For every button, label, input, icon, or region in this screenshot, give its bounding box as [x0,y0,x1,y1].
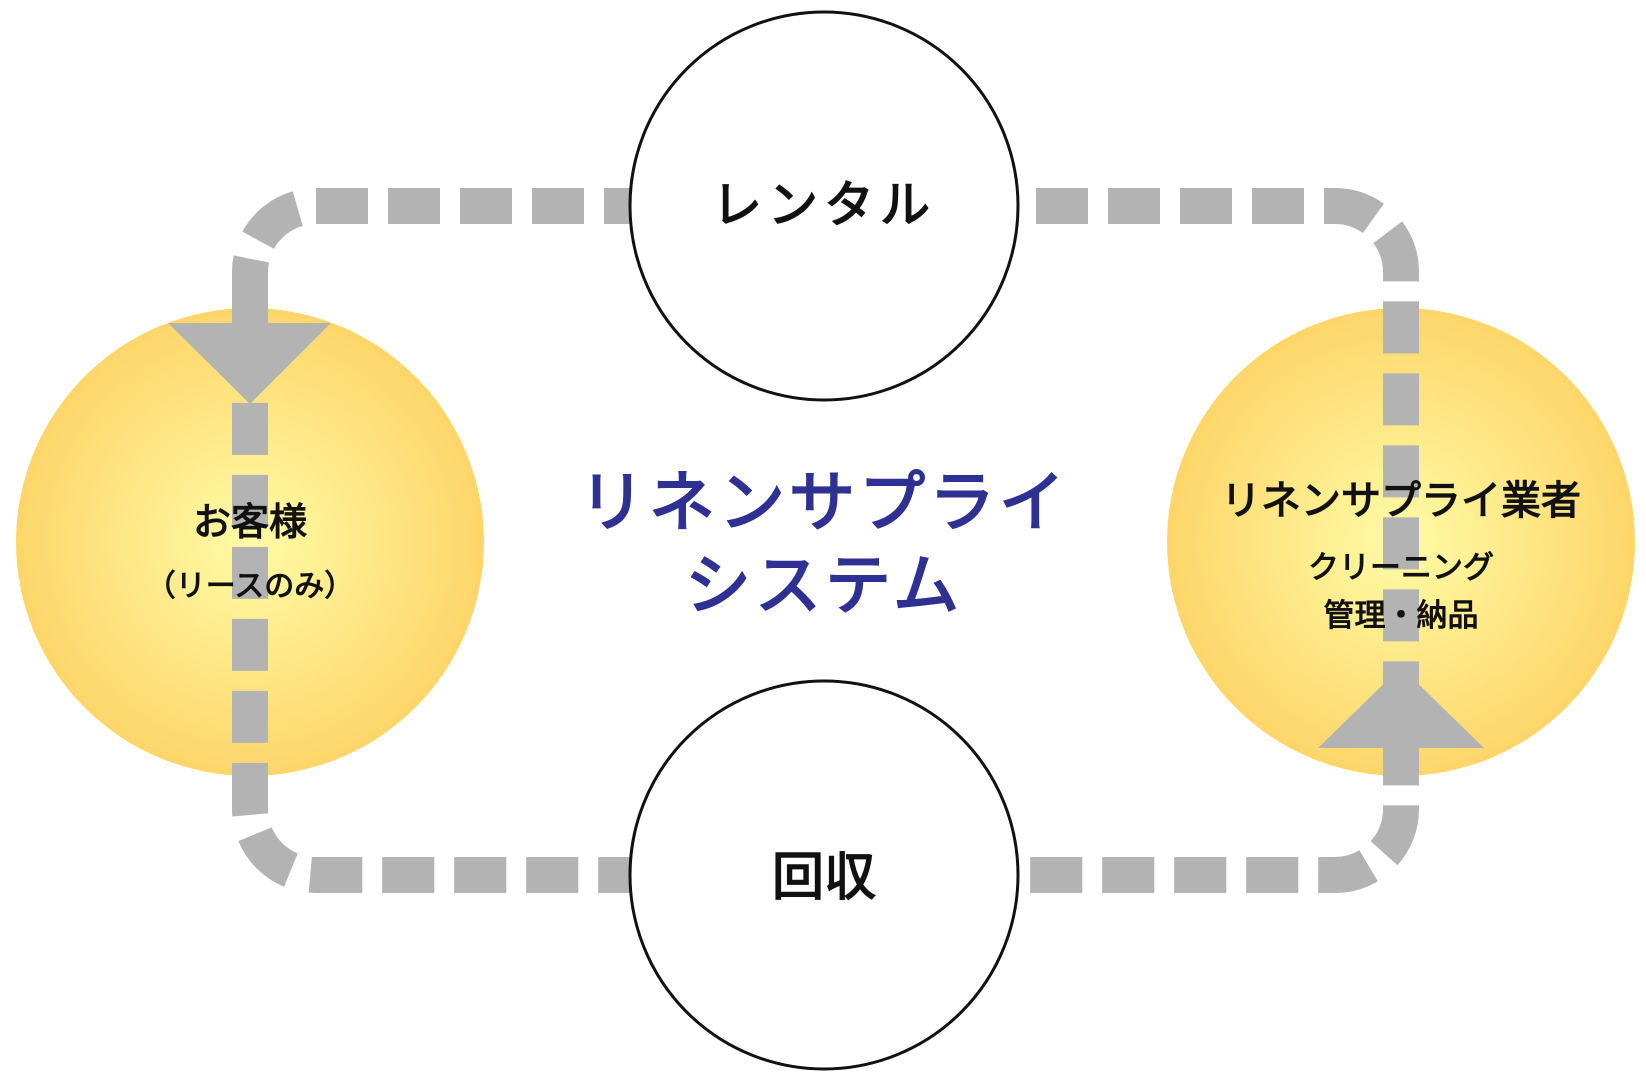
diagram-title-line1: リネンサプライ [579,464,1069,541]
customer-node [16,308,484,776]
cycle-dashed-path [232,188,1419,893]
arrow-up-icon [1318,667,1484,748]
supplier-sublabel-cleaning: クリーニング [1308,550,1494,586]
arrow-down-icon [168,323,331,404]
collection-label: 回収 [772,848,876,908]
diagram-title-line2: システム [685,547,963,624]
supplier-sublabel-management: 管理・納品 [1324,598,1479,634]
rental-node [628,10,1020,402]
customer-sublabel: （リースのみ） [146,569,355,604]
supplier-label: リネンサプライ業者 [1221,478,1581,524]
rental-label: レンタル [712,176,936,234]
arrow-up-shaft [1383,745,1419,775]
collection-node [628,679,1020,1071]
customer-label: お客様 [193,500,308,544]
arrow-down-shaft [232,296,268,326]
